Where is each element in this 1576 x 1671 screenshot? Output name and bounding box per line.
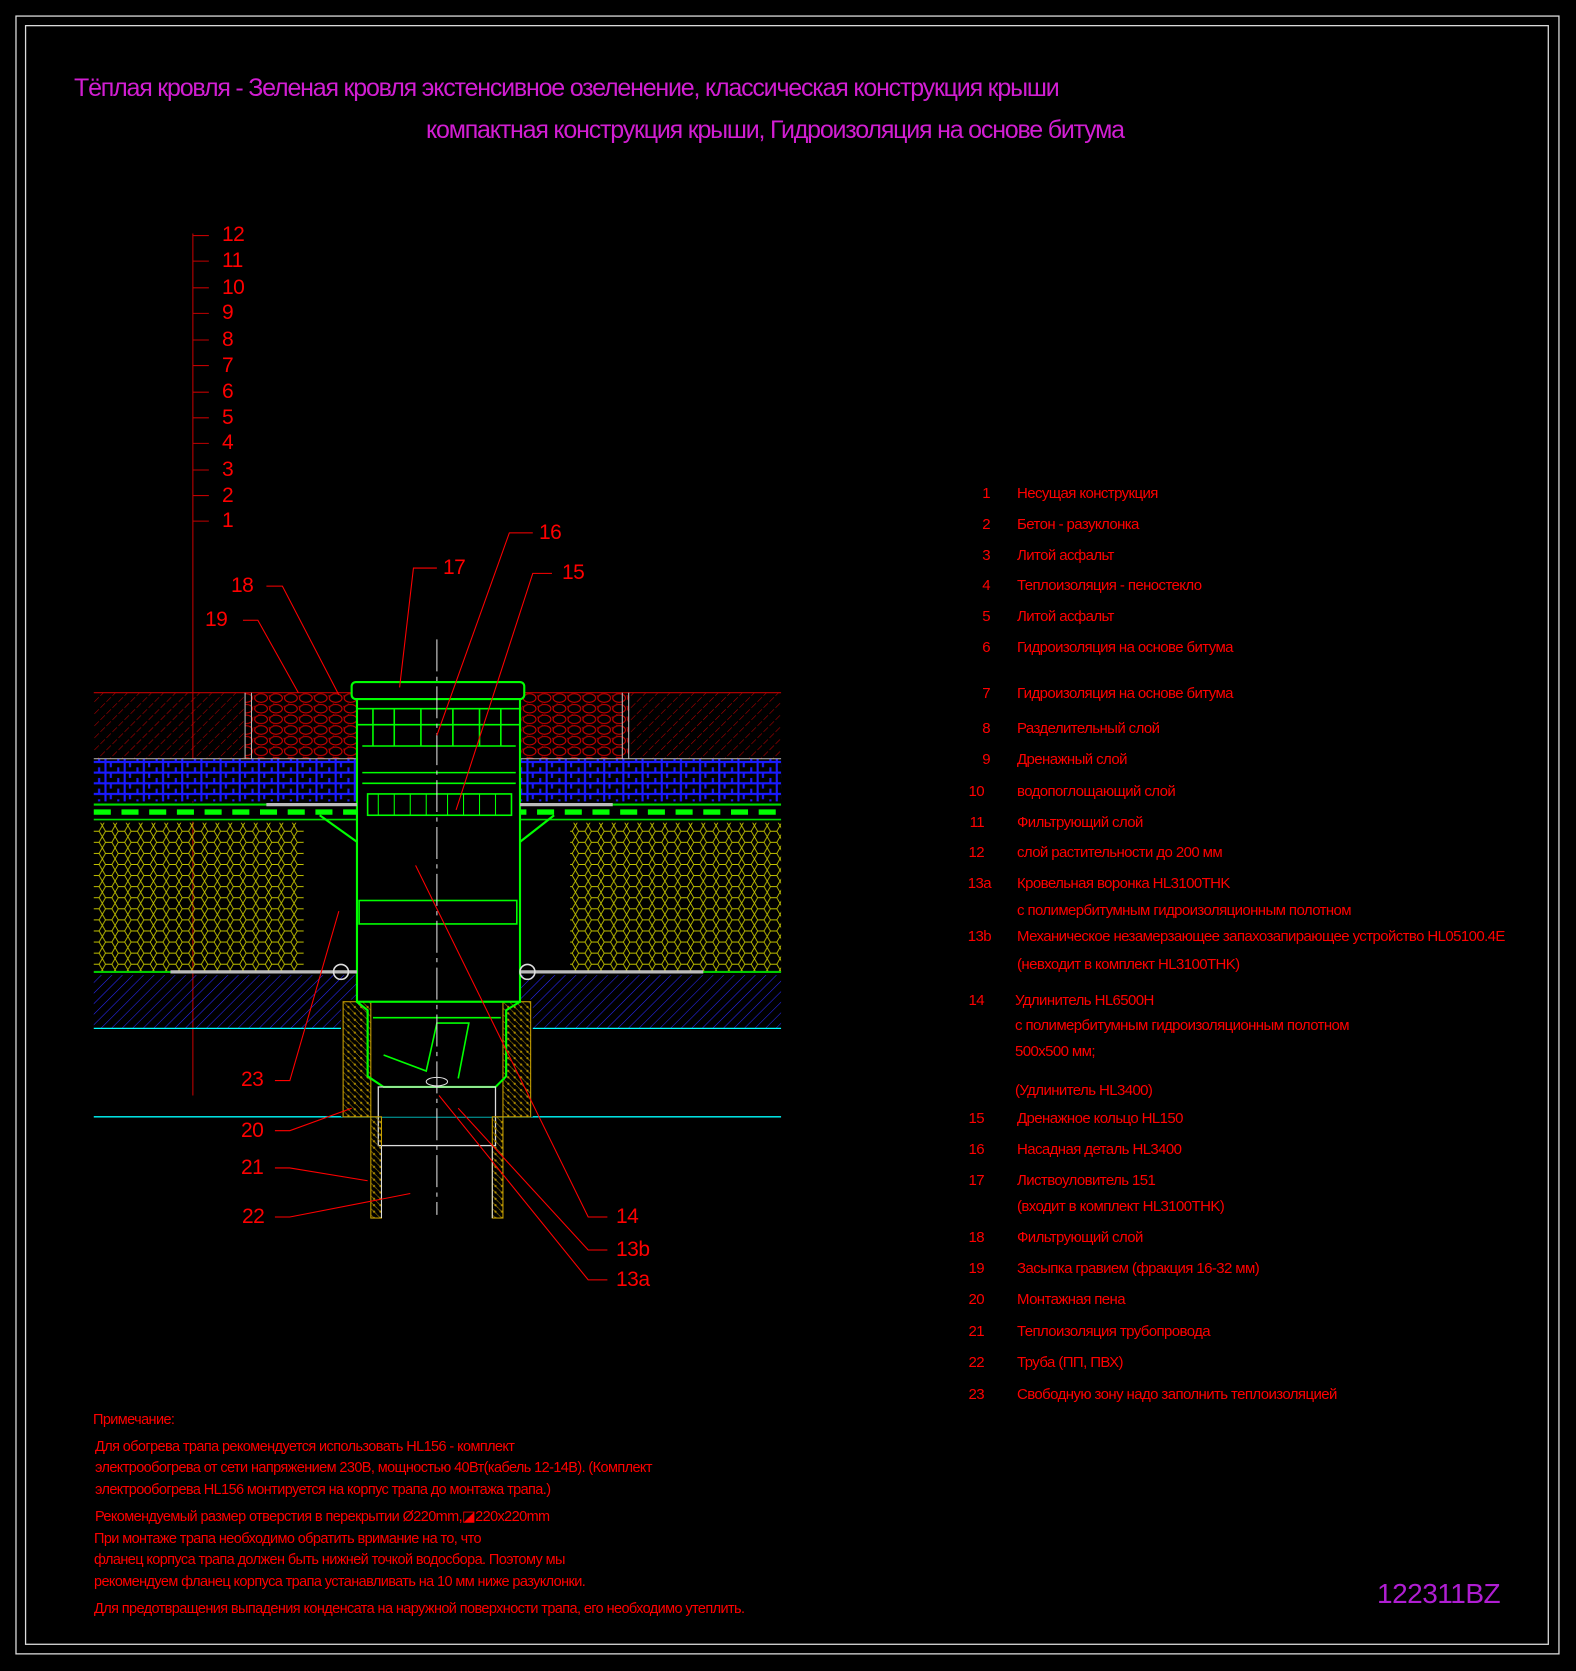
- layer-number: 5: [222, 406, 234, 429]
- legend-number: 6: [982, 639, 990, 656]
- note-line: Рекомендуемый размер отверстия в перекры…: [95, 1509, 550, 1525]
- legend-text: Литой асфальт: [1017, 608, 1114, 625]
- legend-number: 13a: [967, 875, 992, 892]
- layer-number: 8: [222, 328, 234, 351]
- callout-16: 16: [539, 521, 562, 544]
- legend-text: (входит в комплект HL3100THK): [1017, 1198, 1225, 1215]
- legend-text: водопоглощающий слой: [1017, 783, 1176, 800]
- legend-number: 14: [968, 992, 985, 1009]
- layer-number: 12: [222, 223, 245, 246]
- legend-text: (Удлинитель HL3400): [1015, 1082, 1153, 1099]
- insulation-right: [570, 822, 782, 972]
- legend-text: Бетон - разуклонка: [1017, 516, 1139, 533]
- legend-number: 3: [982, 547, 990, 564]
- legend-number: 19: [968, 1260, 985, 1277]
- legend-text: Дренажное кольцо HL150: [1017, 1110, 1183, 1127]
- legend-number: 18: [968, 1229, 985, 1246]
- layer-number: 11: [222, 249, 243, 272]
- note-line: При монтаже трапа необходимо обратить вр…: [94, 1531, 482, 1547]
- legend-number: 9: [982, 751, 990, 768]
- legend-text: 500x500 мм;: [1015, 1043, 1096, 1060]
- legend-text: Дренажный слой: [1017, 751, 1127, 768]
- legend-number: 20: [968, 1291, 985, 1308]
- drawing-title-line2: компактная конструкция крыши, Гидроизоля…: [426, 116, 1125, 144]
- outer-frame: [15, 15, 1560, 1655]
- layer-number: 7: [222, 354, 234, 377]
- legend-text: Насадная деталь HL3400: [1017, 1141, 1182, 1158]
- legend-text: (невходит в комплект HL3100THK): [1017, 956, 1240, 973]
- drawing-title-line1: Тёплая кровля - Зеленая кровля экстенсив…: [74, 74, 1060, 102]
- legend-text: Несущая конструкция: [1017, 485, 1158, 502]
- callout-leaders: [242, 532, 608, 1281]
- callout-13b: 13b: [616, 1238, 650, 1261]
- legend-text: Листвоуловитель 151: [1017, 1172, 1156, 1189]
- layer-number: 9: [222, 301, 234, 324]
- legend-number: 15: [968, 1110, 985, 1127]
- insulation-left: [93, 822, 304, 972]
- legend-number: 10: [968, 783, 985, 800]
- legend-text: Разделительный слой: [1017, 720, 1160, 737]
- callout-23: 23: [241, 1068, 264, 1091]
- legend-text: Засыпка гравием (фракция 16-32 мм): [1017, 1260, 1260, 1277]
- legend-number: 5: [982, 608, 990, 625]
- callout-14: 14: [616, 1205, 639, 1228]
- legend-text: Свободную зону надо заполнить теплоизоля…: [1017, 1386, 1337, 1403]
- callout-20: 20: [241, 1119, 264, 1142]
- legend-text: с полимербитумным гидроизоляционным поло…: [1015, 1017, 1350, 1034]
- layer-number: 6: [222, 380, 234, 403]
- legend-text: слой растительности до 200 мм: [1017, 844, 1223, 861]
- note-line: электрообогрева от сети напряжением 230В…: [95, 1460, 652, 1476]
- note-line: электрообогрева HL156 монтируется на кор…: [95, 1482, 551, 1498]
- layer-number: 4: [222, 431, 234, 454]
- layer-number: 2: [222, 484, 234, 507]
- inner-frame: [24, 25, 1549, 1645]
- legend-number: 23: [968, 1386, 985, 1403]
- notes-heading: Примечание:: [93, 1412, 175, 1428]
- legend-text: Теплоизоляция трубопровода: [1017, 1323, 1211, 1340]
- legend-number: 12: [968, 844, 985, 861]
- note-line: рекомендуем фланец корпуса трапа устанав…: [94, 1574, 586, 1590]
- note-line: фланец корпуса трапа должен быть нижней …: [94, 1552, 565, 1568]
- callout-21: 21: [241, 1156, 264, 1179]
- legend-text: Труба (ПП, ПВХ): [1017, 1354, 1124, 1371]
- layer-number: 10: [222, 276, 245, 299]
- legend-number: 2: [982, 516, 990, 533]
- note-line: Для обогрева трапа рекомендуется использ…: [95, 1439, 515, 1455]
- legend-number: 4: [982, 577, 990, 594]
- drawing-code: 122311BZ: [1377, 1578, 1501, 1609]
- vegetation-layer: [93, 692, 782, 759]
- legend-text: Удлинитель HL6500H: [1015, 992, 1154, 1009]
- layer-number: 1: [222, 509, 234, 532]
- callout-17: 17: [443, 556, 466, 579]
- roof-drain: [170, 639, 704, 1219]
- legend-number: 11: [969, 814, 985, 831]
- callout-22: 22: [242, 1205, 265, 1228]
- legend-number: 22: [968, 1354, 985, 1371]
- legend-text: Теплоизоляция - пеностекло: [1017, 577, 1202, 594]
- callout-13a: 13a: [616, 1268, 650, 1291]
- legend-text: Фильтрующий слой: [1017, 814, 1143, 831]
- legend-text: Гидроизоляция на основе битума: [1017, 639, 1234, 656]
- layer-number: 3: [222, 458, 234, 481]
- legend-text: Кровельная воронка HL3100THK: [1017, 875, 1230, 892]
- legend-number: 16: [968, 1141, 985, 1158]
- legend-number: 21: [968, 1323, 985, 1340]
- legend-number: 8: [982, 720, 990, 737]
- callout-18: 18: [231, 574, 254, 597]
- legend-text: Литой асфальт: [1017, 547, 1114, 564]
- legend-text: Механическое незамерзающее запахозапираю…: [1017, 928, 1505, 945]
- legend-text: Гидроизоляция на основе битума: [1017, 685, 1234, 702]
- legend-number: 1: [982, 485, 990, 502]
- legend-number: 7: [982, 685, 990, 702]
- legend-text: с полимербитумным гидроизоляционным поло…: [1017, 902, 1352, 919]
- legend-text: Монтажная пена: [1017, 1291, 1126, 1308]
- legend-text: Фильтрующий слой: [1017, 1229, 1143, 1246]
- legend-number: 13b: [967, 928, 992, 945]
- note-line: Для предотвращения выпадения конденсата …: [94, 1601, 745, 1617]
- callout-19: 19: [205, 608, 228, 631]
- callout-15: 15: [562, 561, 585, 584]
- legend-number: 17: [968, 1172, 985, 1189]
